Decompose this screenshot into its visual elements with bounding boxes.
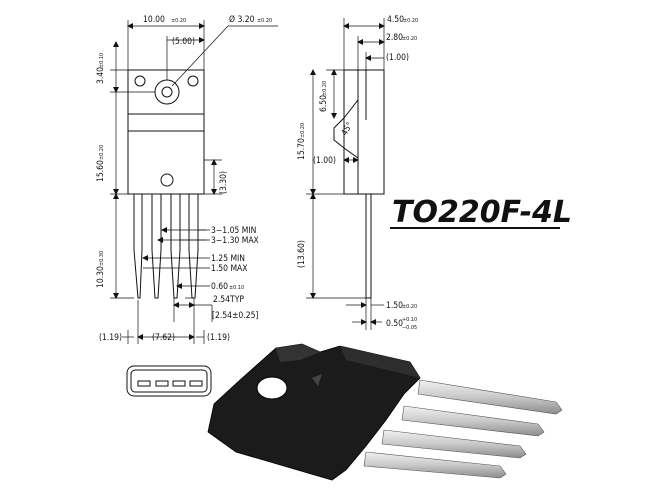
dim-width: 10.00 (143, 15, 165, 25)
dim-tab-height: 3.40 (96, 67, 106, 84)
dim-side-lead-thk: 0.50 (386, 319, 403, 329)
bottom-view (126, 365, 212, 397)
dim-side-lead-len: (13.60) (297, 240, 307, 268)
dim-pitch: 2.54TYP (213, 295, 244, 305)
front-view-labels: 10.00 ±0.20 Ø 3.20 ±0.20 (5.00) 3.40 ±0.… (96, 14, 272, 343)
dim-body-height: 15.60 (96, 160, 106, 182)
svg-text:±0.20: ±0.20 (402, 36, 417, 42)
svg-text:+0.10: +0.10 (402, 317, 417, 323)
component-top-face (340, 346, 420, 378)
svg-text:±0.20: ±0.20 (402, 304, 417, 310)
dim-angle: 45° (340, 121, 356, 138)
package-title: TO220F-4L (390, 195, 572, 230)
svg-text:±0.20: ±0.20 (322, 81, 328, 96)
dim-edge-left: (1.19) (99, 333, 122, 343)
component-photo (207, 343, 563, 481)
dim-lead-w4: 1.50 MAX (211, 264, 248, 274)
svg-text:±0.20: ±0.20 (300, 123, 306, 138)
svg-text:−0.05: −0.05 (402, 325, 417, 331)
dim-lead-w2: 3−1.30 MAX (211, 236, 259, 246)
svg-text:±0.20: ±0.20 (257, 18, 272, 24)
dim-hole-dia: Ø 3.20 (229, 14, 255, 25)
package-name: TO220F-4L (392, 195, 572, 230)
component-pins (363, 379, 563, 479)
dim-lead-bend: 1.50 (386, 301, 403, 311)
dim-lead-thk: 0.60 (211, 282, 228, 292)
dim-thickness: 4.50 (387, 15, 404, 25)
dim-lead-w1: 3−1.05 MIN (211, 226, 256, 236)
dim-lead-offset: (1.00) (386, 53, 409, 63)
dim-lead-shoulder: (3.30) (219, 171, 229, 194)
dim-lead-w3: 1.25 MIN (211, 254, 245, 264)
front-view-dimension-lines (110, 20, 278, 344)
dim-edge-right: (1.19) (207, 333, 230, 343)
side-view-outline (333, 69, 385, 299)
dim-tab-thk: 2.80 (386, 33, 403, 43)
front-view-outline (127, 69, 205, 299)
svg-text:±0.10: ±0.10 (99, 53, 105, 68)
side-view-labels: 4.50 ±0.20 2.80 ±0.20 (1.00) 6.50 ±0.20 … (297, 15, 418, 331)
dim-hole-offset: (5.00) (172, 37, 195, 47)
component-tab-edge (276, 344, 320, 362)
mounting-hole (256, 376, 288, 400)
svg-text:±0.20: ±0.20 (171, 18, 186, 24)
dim-span: (7.62) (152, 333, 175, 343)
svg-text:±0.30: ±0.30 (99, 251, 105, 266)
dim-upper-height: 6.50 (319, 95, 329, 112)
svg-text:±0.10: ±0.10 (229, 285, 244, 291)
dim-pitch-total: [2.54±0.25] (212, 311, 258, 321)
side-view-dimension-lines (306, 18, 385, 330)
svg-text:±0.20: ±0.20 (403, 18, 418, 24)
logo-mark-icon (312, 374, 322, 386)
dim-lead-length: 10.30 (96, 266, 106, 288)
component-body (207, 343, 421, 481)
dim-notch: (1.00) (313, 156, 336, 166)
svg-text:±0.20: ±0.20 (99, 145, 105, 160)
dim-total-height: 15.70 (297, 138, 307, 160)
